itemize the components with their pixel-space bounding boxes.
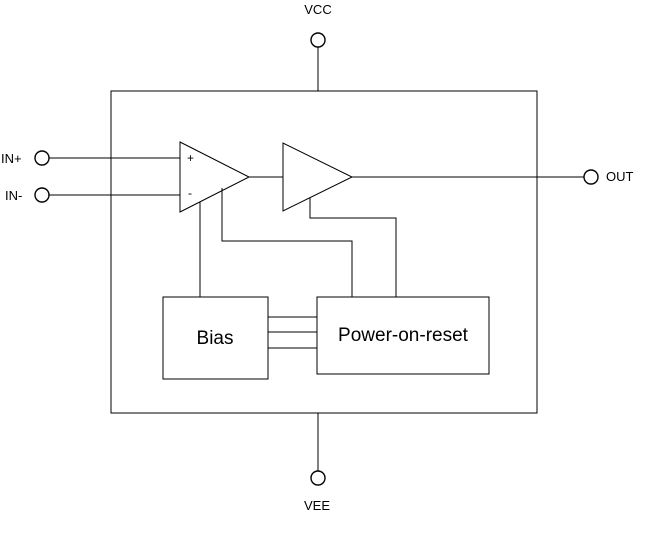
in-plus-label: IN+ [1, 151, 22, 166]
amp-to-por-wire [221, 188, 353, 297]
minus-sign: - [188, 186, 192, 200]
buffer-to-por-wire [309, 198, 397, 297]
in-minus-pin[interactable] [34, 187, 50, 203]
vcc-pin[interactable] [310, 32, 326, 48]
input-amplifier [179, 141, 251, 213]
vee-pin[interactable] [310, 470, 326, 486]
vcc-label: VCC [304, 2, 331, 17]
power-on-reset-label: Power-on-reset [338, 325, 469, 346]
vee-label: VEE [304, 498, 330, 513]
plus-sign: + [187, 151, 194, 165]
out-pin[interactable] [583, 169, 599, 185]
power-on-reset-block [316, 296, 490, 375]
output-buffer [282, 142, 354, 212]
in-plus-pin[interactable] [34, 150, 50, 166]
in-minus-label: IN- [5, 188, 22, 203]
bias-label: Bias [197, 328, 234, 349]
bias-block [162, 296, 269, 380]
out-label: OUT [606, 169, 634, 184]
